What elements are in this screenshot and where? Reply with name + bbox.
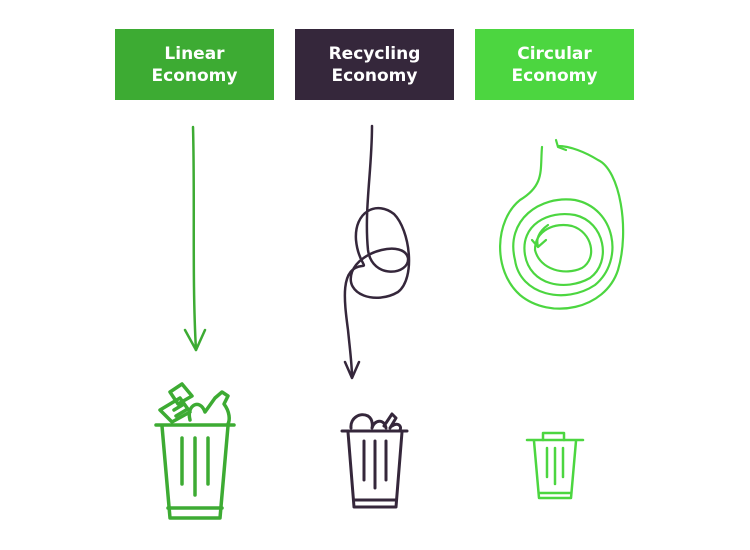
label-line1: Recycling [328, 43, 421, 64]
linear-economy-label: Linear Economy [115, 29, 274, 100]
straight-arrow-icon [183, 125, 207, 352]
label-line2: Economy [331, 65, 418, 86]
recycling-economy-label: Recycling Economy [295, 29, 454, 100]
label-line2: Economy [151, 65, 238, 86]
circular-economy-label: Circular Economy [475, 29, 634, 100]
circular-arrow-icon [499, 138, 625, 310]
full-trash-bin-icon [154, 382, 236, 520]
empty-trash-bin-icon [525, 431, 585, 500]
label-line1: Circular [517, 43, 592, 64]
partial-trash-bin-icon [340, 412, 409, 509]
looped-arrow-icon [343, 124, 411, 380]
label-line1: Linear [164, 43, 225, 64]
label-line2: Economy [511, 65, 598, 86]
